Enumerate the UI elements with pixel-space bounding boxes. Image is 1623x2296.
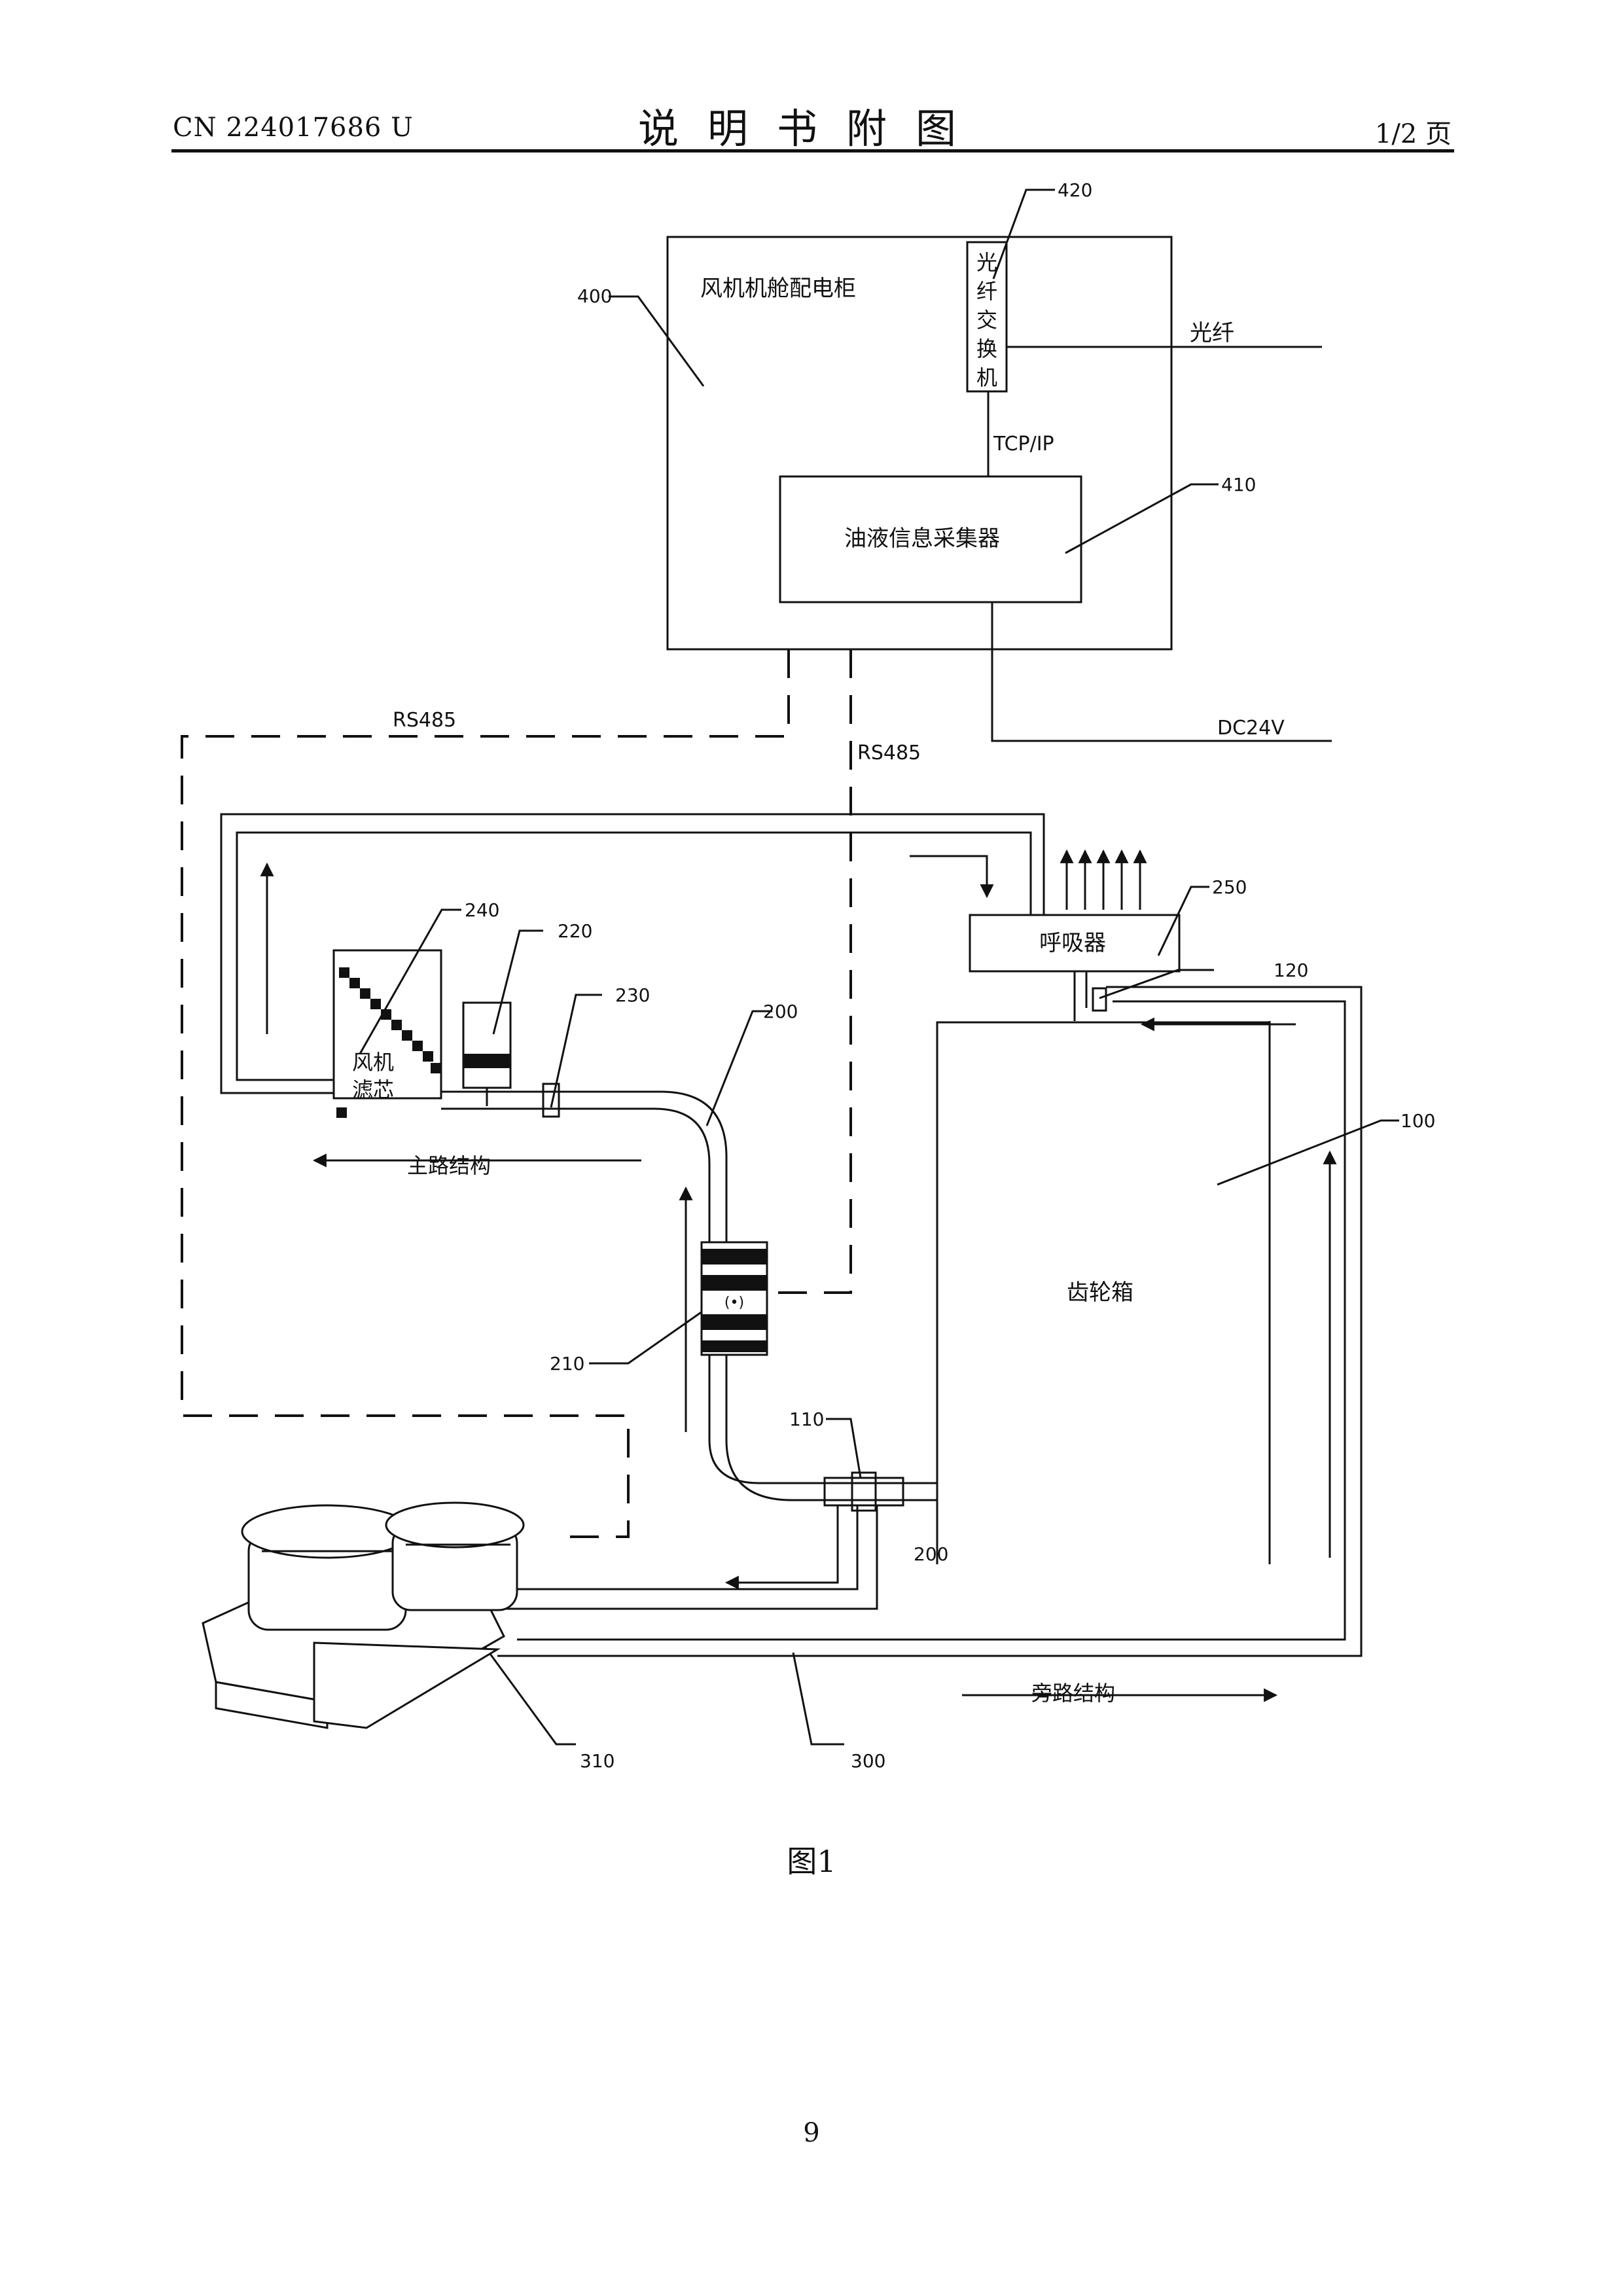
main-path-label: 主路结构 (407, 1153, 491, 1178)
figure-caption: 图1 (0, 1838, 1623, 1881)
flow-arrow-bypass-back (726, 1505, 838, 1583)
flow-arrow-down-breather (910, 856, 987, 897)
fitting-120 (1093, 988, 1106, 1011)
filter-label-line2: 滤芯 (352, 1077, 394, 1102)
page-number: 9 (0, 2118, 1623, 2148)
breather-exhaust-arrows (1067, 851, 1140, 910)
ref-200-lower: 200 (914, 1543, 948, 1565)
main-tube-inner (237, 833, 1031, 1080)
tcpip-label: TCP/IP (993, 433, 1054, 456)
ref-100: 100 (1400, 1110, 1435, 1132)
breather-label: 呼吸器 (1039, 930, 1106, 956)
ref-230: 230 (615, 984, 650, 1006)
switch-char-4: 换 (976, 336, 997, 361)
ref-410: 410 (1221, 474, 1256, 495)
ref-250: 250 (1212, 876, 1247, 898)
ref-420: 420 (1058, 179, 1092, 201)
filter-box (334, 950, 441, 1098)
bypass-line-inner (517, 1505, 857, 1589)
oil-sensor-210: (•) (702, 1242, 767, 1355)
filter-unit-310 (203, 1503, 524, 1728)
collector-label: 油液信息采集器 (844, 526, 1000, 552)
fitting-230 (543, 1084, 559, 1117)
main-pipe-outer (441, 1092, 937, 1500)
ref-110: 110 (789, 1408, 824, 1430)
ref-210: 210 (550, 1353, 584, 1374)
ref-300: 300 (851, 1750, 885, 1772)
ref-200: 200 (763, 1001, 798, 1022)
switch-char-5: 机 (976, 365, 997, 390)
rs485-right-line (772, 649, 851, 1293)
fiber-label: 光纤 (1190, 320, 1234, 346)
ref-240: 240 (465, 899, 499, 921)
ref-220: 220 (558, 920, 592, 942)
main-pipe-inner (441, 1109, 937, 1483)
rs485-left-label: RS485 (393, 709, 456, 732)
switch-char-3: 交 (976, 308, 997, 332)
ref-400: 400 (577, 285, 612, 307)
filter-label-line1: 风机 (352, 1050, 394, 1075)
switch-char-1: 光 (976, 250, 997, 275)
switch-char-2: 纤 (976, 279, 997, 304)
rs485-right-label: RS485 (857, 742, 921, 764)
cabinet-label: 风机机舱配电柜 (700, 276, 856, 302)
bypass-label: 旁路结构 (1031, 1681, 1115, 1706)
valve-110 (825, 1478, 903, 1505)
sensor-220-band (463, 1054, 510, 1068)
ref-310: 310 (580, 1750, 615, 1772)
gearbox-label: 齿轮箱 (1067, 1280, 1133, 1306)
bypass-line-outer (497, 1505, 877, 1609)
wireless-icon: (•) (724, 1295, 744, 1311)
ref-120: 120 (1274, 960, 1308, 981)
dc24v-label: DC24V (1217, 717, 1285, 740)
sensor-220 (463, 1003, 510, 1088)
